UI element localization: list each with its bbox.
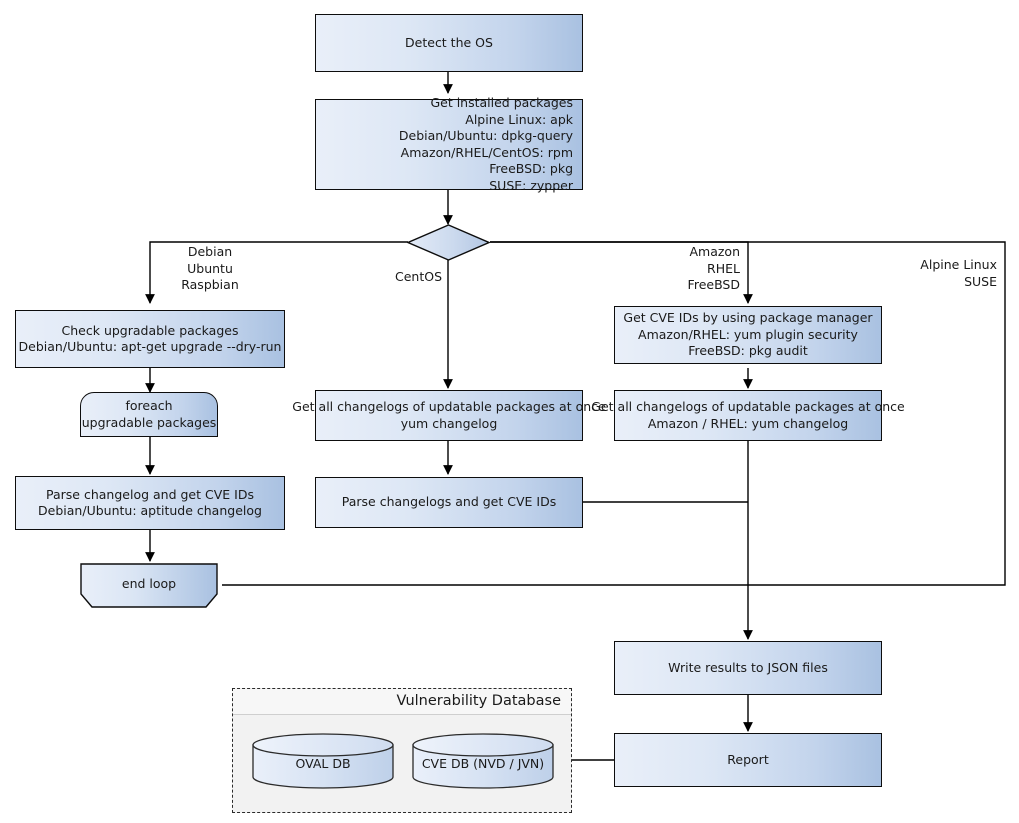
node-detect-os-label: Detect the OS (405, 34, 493, 50)
debian-label-2: Ubuntu (187, 260, 233, 276)
node-detect-os[interactable]: Detect the OS (315, 14, 583, 72)
node-get-cve-ids-pkgmgr[interactable]: Get CVE IDs by using package manager Ama… (614, 306, 882, 364)
check-line-1: Check upgradable packages (61, 322, 239, 338)
amazon-label-1: Amazon (689, 244, 740, 259)
node-parse-changelogs-centos-label: Parse changelogs and get CVE IDs (341, 494, 557, 510)
debian-label-1: Debian (187, 244, 233, 259)
node-write-results-json-label: Write results to JSON files (668, 659, 828, 675)
right-changelog-line-2: Amazon / RHEL: yum changelog (647, 415, 849, 431)
node-foreach-label: foreach upgradable packages (78, 398, 221, 431)
cve-db-cylinder-shape (412, 733, 554, 789)
group-vulnerability-database-title: Vulnerability Database (396, 693, 561, 709)
node-changelogs-amazon-rhel[interactable]: Get all changelogs of updatable packages… (591, 390, 905, 441)
node-changelogs-amazon-rhel-label: Get all changelogs of updatable packages… (587, 399, 908, 432)
node-oval-db[interactable]: OVAL DB (251, 732, 395, 790)
node-check-upgradable-label: Check upgradable packages Debian/Ubuntu:… (15, 323, 286, 356)
node-end-loop-label: end loop (121, 576, 177, 591)
getcve-line-2: Amazon/RHEL: yum plugin security (638, 326, 858, 342)
node-parse-changelog-debian-label: Parse changelog and get CVE IDs Debian/U… (34, 487, 266, 520)
edge-label-debian-branch: Debian Ubuntu Raspbian (155, 244, 265, 294)
edge-label-centos-branch: CentOS (332, 269, 442, 286)
check-line-2: Debian/Ubuntu: apt-get upgrade --dry-run (18, 339, 282, 354)
parse-left-line-2: Debian/Ubuntu: aptitude changelog (38, 503, 262, 518)
node-os-decision[interactable] (406, 224, 491, 261)
centos-changelog-line-1: Get all changelogs of updatable packages… (292, 399, 606, 414)
parse-left-line-1: Parse changelog and get CVE IDs (46, 486, 254, 502)
node-report-label: Report (727, 751, 769, 767)
amazon-label-3: FreeBSD (687, 277, 740, 292)
group-vulnerability-database: Vulnerability Database O (232, 688, 572, 813)
installed-line-6: SUSE: zypper (489, 177, 573, 193)
centos-label-1: CentOS (394, 269, 442, 284)
node-changelogs-centos-label: Get all changelogs of updatable packages… (288, 399, 609, 432)
foreach-line-1: foreach (125, 398, 173, 413)
getcve-line-3: FreeBSD: pkg audit (688, 343, 808, 359)
end-loop-shape (80, 563, 218, 608)
installed-line-2: Alpine Linux: apk (465, 111, 573, 127)
oval-db-cylinder-shape (252, 733, 394, 789)
edge-label-alpine-branch: Alpine Linux SUSE (877, 257, 997, 290)
node-end-loop[interactable]: end loop (80, 563, 218, 608)
node-oval-db-label: OVAL DB (295, 756, 351, 771)
node-get-installed-packages[interactable]: Get installed packages Alpine Linux: apk… (315, 95, 583, 193)
edge-label-amazon-branch: Amazon RHEL FreeBSD (630, 244, 740, 294)
node-get-installed-packages-label: Get installed packages Alpine Linux: apk… (395, 95, 582, 194)
installed-line-1: Get installed packages (430, 95, 573, 110)
node-cve-db[interactable]: CVE DB (NVD / JVN) (411, 732, 555, 790)
decision-diamond-shape (406, 224, 491, 261)
node-parse-changelog-debian[interactable]: Parse changelog and get CVE IDs Debian/U… (15, 476, 285, 530)
node-changelogs-centos[interactable]: Get all changelogs of updatable packages… (292, 390, 606, 441)
centos-changelog-line-2: yum changelog (400, 415, 498, 431)
node-parse-changelogs-centos[interactable]: Parse changelogs and get CVE IDs (315, 477, 583, 528)
debian-label-3: Raspbian (181, 277, 239, 292)
node-cve-db-label: CVE DB (NVD / JVN) (421, 756, 545, 771)
alpine-label-1: Alpine Linux (920, 257, 997, 272)
getcve-line-1: Get CVE IDs by using package manager (623, 310, 873, 326)
node-get-cve-ids-pkgmgr-label: Get CVE IDs by using package manager Ama… (619, 310, 876, 360)
alpine-label-2: SUSE (964, 273, 997, 289)
group-title-bar (233, 689, 571, 715)
foreach-line-2: upgradable packages (81, 414, 217, 430)
node-report[interactable]: Report (614, 733, 882, 787)
installed-line-5: FreeBSD: pkg (489, 161, 573, 176)
installed-line-3: Debian/Ubuntu: dpkg-query (398, 128, 573, 143)
node-check-upgradable[interactable]: Check upgradable packages Debian/Ubuntu:… (15, 310, 285, 368)
amazon-label-2: RHEL (707, 260, 740, 276)
node-write-results-json[interactable]: Write results to JSON files (614, 641, 882, 695)
installed-line-4: Amazon/RHEL/CentOS: rpm (400, 144, 573, 160)
node-foreach-loop-start[interactable]: foreach upgradable packages (80, 392, 218, 437)
right-changelog-line-1: Get all changelogs of updatable packages… (591, 399, 905, 414)
